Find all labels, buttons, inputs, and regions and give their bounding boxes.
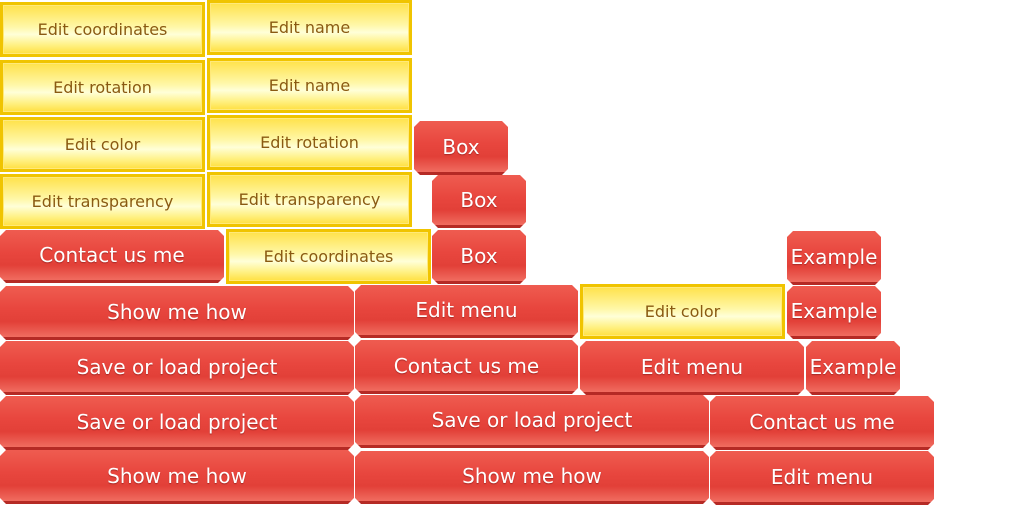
contact-us-button[interactable]: Contact us me xyxy=(355,340,578,394)
save-or-load-project-button[interactable]: Save or load project xyxy=(0,396,354,450)
edit-menu-button[interactable]: Edit menu xyxy=(355,285,578,338)
edit-coordinates-button[interactable]: Edit coordinates xyxy=(226,229,431,284)
save-or-load-project-button[interactable]: Save or load project xyxy=(355,395,709,448)
edit-rotation-button[interactable]: Edit rotation xyxy=(207,115,412,170)
contact-us-button[interactable]: Contact us me xyxy=(0,230,224,283)
box-button[interactable]: Box xyxy=(414,121,508,175)
show-me-how-button[interactable]: Show me how xyxy=(0,450,354,504)
edit-rotation-button[interactable]: Edit rotation xyxy=(0,60,205,115)
example-button[interactable]: Example xyxy=(806,341,900,395)
contact-us-button[interactable]: Contact us me xyxy=(710,396,934,450)
box-button[interactable]: Box xyxy=(432,230,526,284)
example-button[interactable]: Example xyxy=(787,231,881,285)
show-me-how-button[interactable]: Show me how xyxy=(355,451,709,504)
save-or-load-project-button[interactable]: Save or load project xyxy=(0,341,354,395)
edit-color-button[interactable]: Edit color xyxy=(580,284,785,339)
edit-menu-button[interactable]: Edit menu xyxy=(710,451,934,505)
edit-menu-button[interactable]: Edit menu xyxy=(580,341,804,395)
edit-name-button[interactable]: Edit name xyxy=(207,58,412,113)
edit-name-button[interactable]: Edit name xyxy=(207,0,412,55)
box-button[interactable]: Box xyxy=(432,175,526,228)
edit-coordinates-button[interactable]: Edit coordinates xyxy=(0,2,205,57)
example-button[interactable]: Example xyxy=(787,286,881,339)
show-me-how-button[interactable]: Show me how xyxy=(0,286,354,340)
edit-transparency-button[interactable]: Edit transparency xyxy=(0,174,205,229)
edit-color-button[interactable]: Edit color xyxy=(0,117,205,172)
edit-transparency-button[interactable]: Edit transparency xyxy=(207,172,412,227)
